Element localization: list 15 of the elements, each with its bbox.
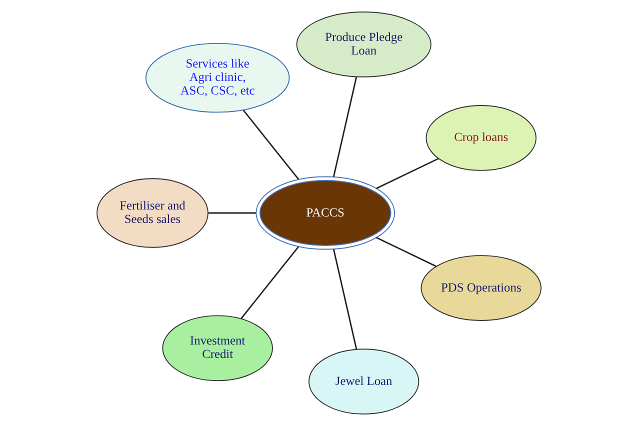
node-ellipse: Crop loans bbox=[425, 105, 536, 171]
node-ellipse: PACCS bbox=[255, 176, 395, 250]
node-ellipse: Investment Credit bbox=[162, 315, 272, 382]
connector bbox=[332, 249, 357, 350]
connector bbox=[240, 246, 299, 319]
connector bbox=[242, 110, 299, 180]
connector bbox=[332, 76, 357, 177]
node-ellipse: Produce Pledge Loan bbox=[296, 12, 431, 78]
node-ellipse: Jewel Loan bbox=[308, 348, 419, 414]
node-ellipse: PDS Operations bbox=[420, 255, 542, 321]
connector bbox=[208, 212, 256, 214]
connector bbox=[376, 236, 436, 267]
node-ellipse: Services like Agri clinic, ASC, CSC, etc bbox=[144, 42, 290, 113]
connector bbox=[376, 158, 438, 190]
node-ellipse: Fertiliser and Seeds sales bbox=[96, 178, 208, 248]
